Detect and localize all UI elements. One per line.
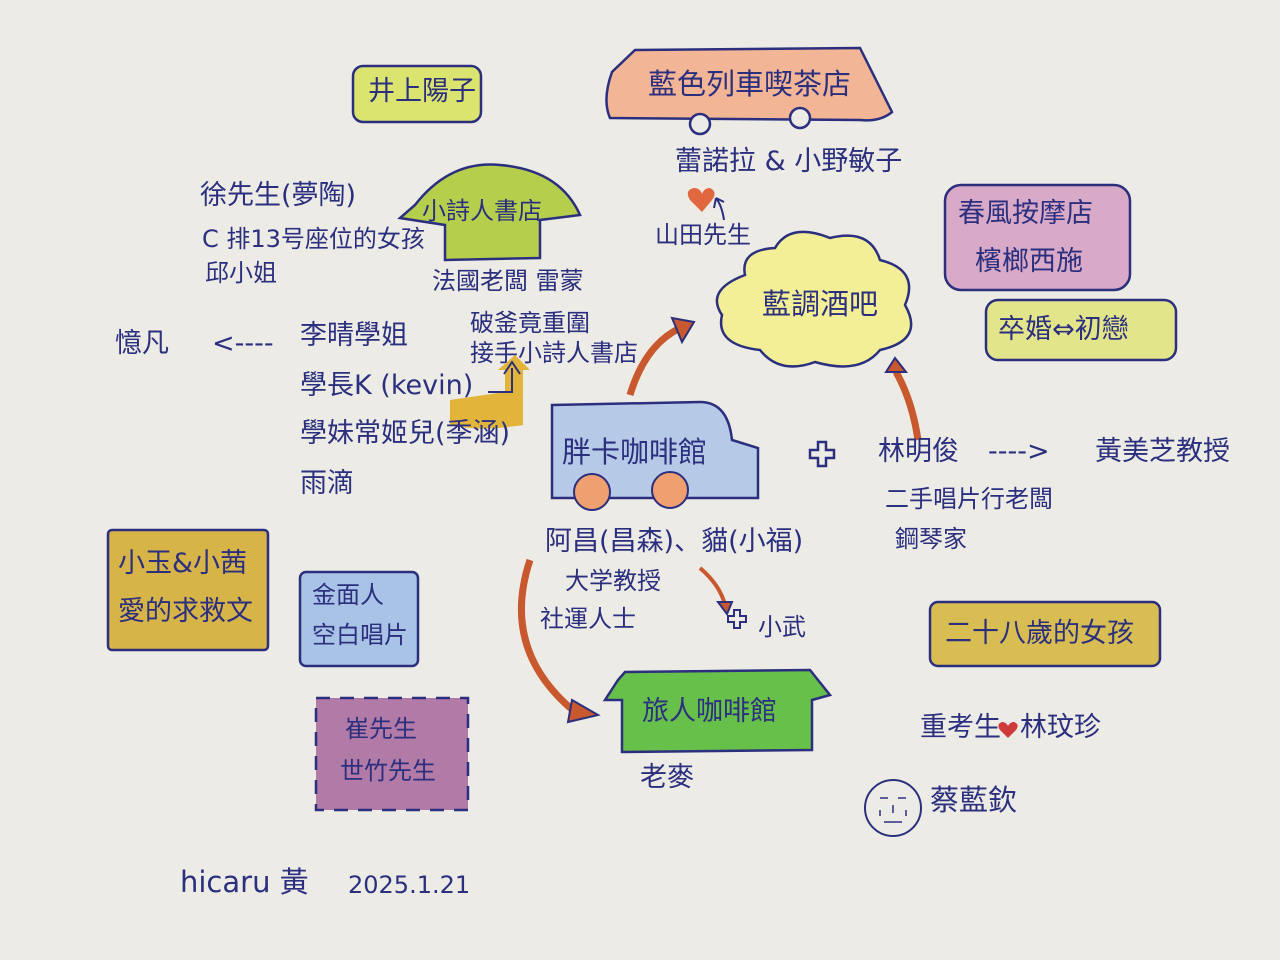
- yellow-arrow: [450, 355, 530, 429]
- node-pianist: 鋼琴家: [895, 525, 967, 553]
- node-betel-girl: 檳榔西施: [975, 246, 1083, 277]
- node-qiu: 邱小姐: [205, 259, 277, 287]
- node-poet-bookstore: 小詩人書店: [422, 197, 542, 225]
- node-lin-mingjun: 林明俊: [878, 436, 959, 467]
- divorce-box: [984, 298, 1178, 362]
- node-laomai: 老麥: [640, 762, 694, 793]
- heart-icon-small: [998, 722, 1018, 738]
- node-kevin: 學長K (kevin): [300, 370, 474, 401]
- node-yamada: 山田先生: [655, 221, 751, 249]
- traveler-house: [602, 668, 833, 754]
- arrow-to-heart: [713, 197, 725, 221]
- node-traveler-cafe: 旅人咖啡館: [642, 696, 777, 727]
- node-chang-jier: 學妹常姬兒(季涵): [300, 418, 511, 449]
- fat-car-van-icon: [550, 400, 760, 511]
- arrow-dash-left: <----: [212, 328, 274, 359]
- node-huang-professor: 黃美芝教授: [1095, 436, 1230, 467]
- bookstore-house: [397, 163, 582, 262]
- node-cui: 崔先生: [345, 715, 417, 743]
- node-lenora: 蕾諾拉 & 小野敏子: [675, 146, 903, 177]
- node-blank-record: 空白唱片: [312, 621, 408, 649]
- node-achang: 阿昌(昌森)、貓(小福): [545, 526, 804, 557]
- train-icon: [605, 46, 894, 136]
- face-icon: [864, 779, 922, 837]
- plus-icon-small: [727, 609, 747, 629]
- blues-bar-cloud: [715, 230, 913, 368]
- node-xiaowu: 小武: [758, 613, 806, 641]
- node-li-qing: 李晴學姐: [300, 320, 408, 351]
- node-blues-bar: 藍調酒吧: [762, 287, 879, 321]
- node-take-over: 接手小詩人書店: [470, 339, 638, 367]
- node-blue-train-cafe: 藍色列車喫茶店: [648, 67, 852, 101]
- node-xu: 徐先生(夢陶): [200, 180, 357, 211]
- node-fat-car-cafe: 胖卡咖啡館: [562, 435, 708, 469]
- node-professor: 大学教授: [565, 567, 661, 595]
- node-yifan: 憶凡: [115, 328, 169, 359]
- arrows: [517, 324, 922, 715]
- node-inoue-yoko: 井上陽子: [368, 76, 476, 107]
- node-shizhu: 世竹先生: [340, 757, 436, 785]
- signature-date: 2025.1.21: [348, 871, 471, 899]
- inoue-box: [351, 64, 483, 124]
- node-girl-28: 二十八歲的女孩: [945, 618, 1134, 649]
- xiaoyu-box: [106, 528, 270, 652]
- signature-name: hicaru 黃: [180, 865, 309, 899]
- node-record-owner: 二手唱片行老闆: [885, 485, 1053, 513]
- node-divorce-love: 卒婚⇔初戀: [998, 314, 1129, 345]
- node-activist: 社運人士: [540, 605, 636, 633]
- node-gold-mask: 金面人: [312, 581, 384, 609]
- arrow-dash-right: ---->: [988, 436, 1050, 467]
- plus-icon: [808, 440, 836, 468]
- node-lin-wenzhen: 林玟珍: [1020, 712, 1101, 743]
- cui-box: [314, 696, 470, 812]
- girl28-box: [928, 600, 1162, 668]
- node-raymond: 法國老闆 雷蒙: [432, 267, 584, 295]
- node-xiaoyu-sub: 愛的求救文: [118, 596, 253, 627]
- node-xiaoyu-title: 小玉&小茜: [118, 548, 248, 579]
- node-raindrop: 雨滴: [300, 468, 354, 499]
- node-cai-lanqin: 蔡藍欽: [930, 783, 1018, 817]
- node-spring-massage: 春風按摩店: [958, 198, 1093, 229]
- goldmask-box: [298, 570, 420, 668]
- node-retaker: 重考生: [920, 712, 1001, 743]
- node-seat-girl: C 排13号座位的女孩: [202, 225, 425, 253]
- node-break-siege: 破釜竟重圍: [470, 309, 590, 337]
- heart-icon: [687, 188, 715, 212]
- massage-box: [943, 183, 1132, 292]
